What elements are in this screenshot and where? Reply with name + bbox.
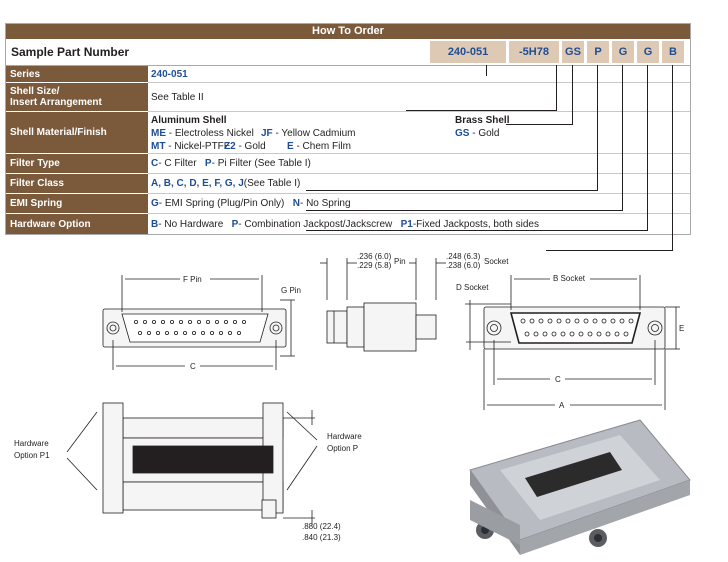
- material-label: Shell Material/Finish: [6, 112, 148, 154]
- series-code: 240-051: [151, 68, 188, 80]
- code-emi-spring: G: [637, 41, 659, 63]
- filter-class-codes: A, B, C, D, E, F, G, J: [151, 178, 244, 189]
- brass-shell-title: Brass Shell: [455, 115, 510, 126]
- hw-b-text: - No Hardware: [158, 218, 224, 230]
- hw-p-code: P: [231, 218, 239, 230]
- label-f-pin: F Pin: [183, 275, 202, 284]
- filter-class-text: (See Table I): [243, 178, 301, 189]
- hw-b-code: B: [151, 218, 159, 230]
- label-a: A: [559, 401, 565, 410]
- hw-p1-text: -Fixed Jackposts, both sides: [412, 218, 539, 230]
- sample-part-number-label: Sample Part Number: [11, 45, 130, 59]
- front-view-socket: [465, 275, 680, 410]
- p-code: P: [204, 158, 212, 169]
- me-code: ME: [151, 128, 166, 139]
- filter-type-value: C - C Filter P - Pi Filter (See Table I): [148, 154, 690, 174]
- mt-code: MT: [151, 141, 166, 152]
- material-line-1: ME - Electroless Nickel: [151, 128, 254, 139]
- label-dim-248: .248 (6.3): [446, 252, 481, 261]
- label-hw-p1-line1: Hardware: [14, 439, 49, 448]
- material-line-1b: JF - Yellow Cadmium: [261, 128, 355, 139]
- emi-spring-label: EMI Spring: [6, 194, 148, 214]
- front-view-pin: [102, 275, 295, 370]
- c-text: - C Filter: [158, 158, 197, 169]
- label-c1: C: [190, 362, 196, 371]
- mt-text: - Nickel-PTFE: [165, 141, 231, 152]
- filter-class-value: A, B, C, D, E, F, G, J (See Table I): [148, 174, 690, 194]
- label-hw-p-line1: Hardware: [327, 432, 362, 441]
- label-dim-840: .840 (21.3): [302, 533, 341, 542]
- leader-emi-spring: [306, 65, 648, 231]
- leader-series: [486, 65, 487, 76]
- emi-spring-value: G - EMI Spring (Plug/Pin Only) N - No Sp…: [148, 194, 690, 214]
- label-d-socket: D Socket: [456, 283, 489, 292]
- code-shell-size: -5H78: [509, 41, 559, 63]
- label-e: E: [679, 324, 684, 333]
- label-b-socket: B Socket: [553, 274, 586, 283]
- shell-size-label: Shell Size/ Insert Arrangement: [6, 83, 148, 112]
- shell-size-value: See Table II: [148, 83, 690, 112]
- label-dim-236: .236 (6.0): [357, 252, 392, 261]
- c-code: C: [151, 158, 159, 169]
- gs-code: GS: [455, 128, 470, 139]
- g-text: - EMI Spring (Plug/Pin Only): [158, 198, 285, 209]
- code-material: GS: [562, 41, 584, 63]
- label-g-pin: G Pin: [281, 286, 301, 295]
- code-hardware: B: [662, 41, 684, 63]
- sample-part-number-row: Sample Part Number 240-051 -5H78 GS P G …: [6, 39, 690, 66]
- z2-text: - Gold: [235, 141, 266, 152]
- n-code: N: [292, 198, 300, 209]
- series-label: Series: [6, 66, 148, 83]
- series-value: 240-051: [148, 66, 690, 83]
- leader-hardware: [546, 65, 673, 251]
- hw-p1-code: P1: [400, 218, 413, 230]
- aluminum-shell-title: Aluminum Shell: [151, 115, 227, 126]
- leader-shell-size: [406, 65, 557, 111]
- me-text: - Electroless Nickel: [166, 128, 254, 139]
- g-code: G: [151, 198, 159, 209]
- material-line-2b: Z2 - Gold: [224, 141, 266, 152]
- jf-code: JF: [261, 128, 273, 139]
- n-text: - No Spring: [299, 198, 351, 209]
- gs-text: - Gold: [469, 128, 500, 139]
- shell-size-label-2: Insert Arrangement: [10, 97, 102, 108]
- shell-size-label-1: Shell Size/: [10, 86, 60, 97]
- code-series: 240-051: [430, 41, 506, 63]
- e-text: - Chem Film: [293, 141, 351, 152]
- e-code: E: [287, 141, 294, 152]
- side-view: [320, 258, 446, 352]
- leader-material: [506, 65, 573, 125]
- connector-photo: [469, 419, 691, 555]
- label-c2: C: [555, 375, 561, 384]
- code-filter-class: G: [612, 41, 634, 63]
- material-line-2: MT - Nickel-PTFE: [151, 141, 230, 152]
- label-dim-880: .880 (22.4): [302, 522, 341, 531]
- code-filter-type: P: [587, 41, 609, 63]
- material-value: Aluminum Shell ME - Electroless Nickel J…: [148, 112, 690, 154]
- label-dim-238: .238 (6.0): [446, 261, 481, 270]
- filter-class-label: Filter Class: [6, 174, 148, 194]
- hardware-label: Hardware Option: [6, 214, 148, 234]
- how-to-order-table: How To Order Sample Part Number 240-051 …: [5, 23, 691, 251]
- leader-filter-class: [306, 65, 623, 211]
- hw-p-text: - Combination Jackpost/Jackscrew: [238, 218, 393, 230]
- hardware-value: B - No Hardware P - Combination Jackpost…: [148, 214, 690, 234]
- brass-line: GS - Gold: [455, 128, 499, 139]
- label-hw-p-line2: Option P: [327, 444, 358, 453]
- label-dim-229: .229 (5.8): [357, 261, 392, 270]
- filter-type-label: Filter Type: [6, 154, 148, 174]
- jf-text: - Yellow Cadmium: [272, 128, 356, 139]
- label-pin: Pin: [394, 257, 406, 266]
- hardware-side-view: [66, 402, 318, 525]
- label-hw-p1-line2: Option P1: [14, 451, 50, 460]
- p-text: - Pi Filter (See Table I): [211, 158, 311, 169]
- material-line-2c: E - Chem Film: [287, 141, 351, 152]
- leader-filter-type: [306, 65, 598, 191]
- label-socket: Socket: [484, 257, 509, 266]
- table-title: How To Order: [6, 24, 690, 39]
- z2-code: Z2: [224, 141, 236, 152]
